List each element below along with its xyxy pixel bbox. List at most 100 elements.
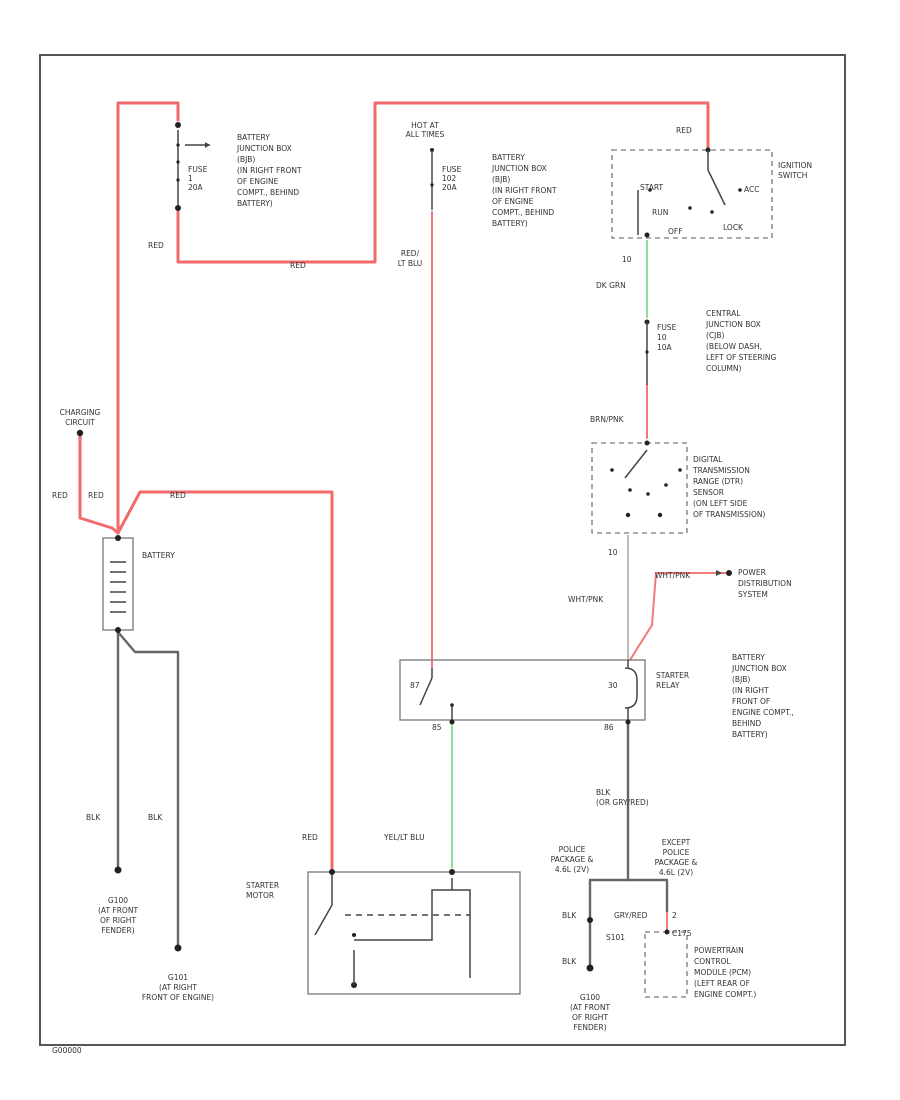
label-line: C175 [672,929,692,938]
label-line: S101 [606,933,625,942]
label-line: RED/ [401,249,420,258]
label-wire-brn-pnk: BRN/PNK [590,415,625,424]
label-line: WHT/PNK [568,595,604,604]
label-relay-pin-30: 30 [608,681,618,690]
label-relay-pin-85: 85 [432,723,442,732]
fuse-10 [644,319,650,385]
label-line: 102 [442,174,457,183]
label-line: COLUMN) [706,364,742,373]
label-line: EXCEPT [662,838,691,847]
label-line: MODULE (PCM) [694,968,751,977]
label-line: CONTROL [694,957,731,966]
label-line: 20A [188,183,204,192]
label-line: OF ENGINE [237,177,279,186]
label-line: (BELOW DASH, [706,342,762,351]
label-wire-red-ltblu: RED/LT BLU [398,249,423,268]
label-line: GRY/RED [614,911,648,920]
label-line: OF TRANSMISSION) [693,510,766,519]
label-line: ENGINE COMPT., [732,708,794,717]
label-line: FENDER) [573,1023,606,1032]
label-line: HOT AT [411,121,439,130]
label-line: RED [676,126,692,135]
label-line: (IN RIGHT FRONT [492,186,557,195]
label-line: PACKAGE & [655,858,698,867]
label-wire-red-starter: RED [302,833,318,842]
label-line: BATTERY) [237,199,273,208]
label-line: RANGE (DTR) [693,477,743,486]
label-line: BLK [86,813,101,822]
label-line: (LEFT REAR OF [694,979,750,988]
label-line: JUNCTION BOX [491,164,547,173]
label-line: LT BLU [398,259,423,268]
label-line: DIGITAL [693,455,723,464]
label-wire-red-ign: RED [676,126,692,135]
label-line: (OR GRY/RED) [596,798,649,807]
label-line: RED [302,833,318,842]
fuse-1 [175,122,210,211]
label-line: (BJB) [732,675,750,684]
label-line: BLK [148,813,163,822]
label-pcm-connector: C175 [672,929,692,938]
label-line: G101 [168,973,188,982]
label-s101: S101 [606,933,625,942]
label-line: MOTOR [246,891,274,900]
label-wire-blk-2: BLK [148,813,163,822]
label-line: POWER [738,568,766,577]
label-line: CIRCUIT [65,418,95,427]
label-line: OF RIGHT [572,1013,608,1022]
label-line: ACC [744,185,759,194]
label-line: COMPT., BEHIND [492,208,554,217]
label-line: 10A [657,343,673,352]
label-line: PACKAGE & [551,855,594,864]
battery [102,535,134,633]
label-line: G00000 [52,1046,82,1055]
label-line: FUSE [188,165,208,174]
label-line: JUNCTION BOX [731,664,787,673]
label-line: START [640,183,664,192]
label-relay-pin-87: 87 [410,681,420,690]
label-line: 85 [432,723,442,732]
label-line: 4.6L (2V) [659,868,693,877]
wire-wht-pnk-power [629,572,728,661]
label-line: DISTRIBUTION [738,579,792,588]
label-line: (AT FRONT [98,906,138,915]
label-line: 30 [608,681,618,690]
label-wire-dk-grn: DK GRN [596,281,626,290]
label-line: BATTERY [732,653,765,662]
ground-g100-b [586,964,594,972]
label-line: RED [88,491,104,500]
label-wire-red-fuse1: RED [148,241,164,250]
label-line: DK GRN [596,281,626,290]
ground-g101 [174,944,182,952]
label-wire-red-3: RED [170,491,186,500]
wire-blk-except-police [628,878,669,912]
label-line: (IN RIGHT [732,686,769,695]
label-line: SWITCH [778,171,807,180]
label-wire-red-1: RED [52,491,68,500]
label-wire-wht-pnk-2: WHT/PNK [568,595,604,604]
diagram-frame [39,54,846,1046]
label-line: BLK [562,957,577,966]
label-wire-blk-3: BLK [562,911,577,920]
label-wire-gry-red: GRY/RED [614,911,648,920]
label-line: G100 [580,993,600,1002]
label-line: BATTERY) [732,730,768,739]
label-wire-red-2: RED [88,491,104,500]
label-line: RED [170,491,186,500]
label-line: 10 [608,548,618,557]
label-line: CENTRAL [706,309,741,318]
label-line: BEHIND [732,719,761,728]
label-ign-lock: LOCK [723,223,744,232]
label-line: 1 [188,174,193,183]
label-line: BRN/PNK [590,415,625,424]
